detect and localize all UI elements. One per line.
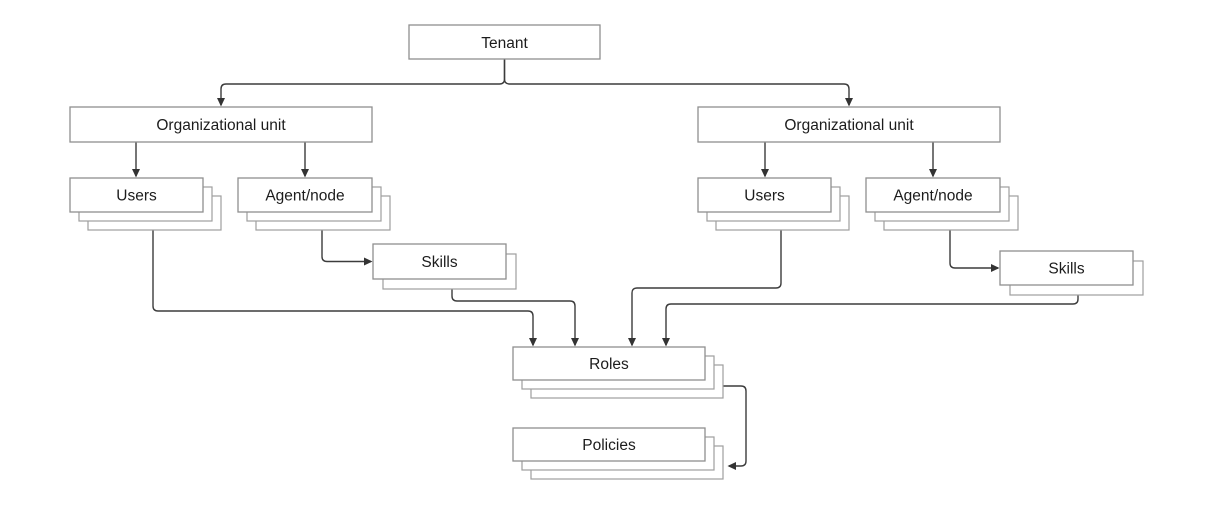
node-agent-node-right: Agent/node	[865, 177, 1019, 231]
users-right-box	[697, 177, 832, 213]
users-left-box	[69, 177, 204, 213]
users-left-label: Users	[116, 188, 157, 205]
skills-right-box	[999, 250, 1134, 286]
agent-right-label: Agent/node	[893, 188, 972, 205]
org-unit-left-label: Organizational unit	[156, 117, 286, 134]
org-unit-right-box	[697, 106, 1001, 143]
roles-box	[512, 346, 706, 381]
node-skills-left: Skills	[372, 243, 517, 290]
edge-tenant-to-org-right	[503, 59, 853, 107]
roles-label: Roles	[589, 356, 629, 373]
users-right-label: Users	[744, 188, 785, 205]
tenant-label: Tenant	[481, 35, 528, 52]
tenant-box	[408, 24, 601, 60]
policies-label: Policies	[582, 437, 636, 454]
skills-right-label: Skills	[1048, 261, 1084, 278]
policies-box	[512, 427, 706, 462]
agent-left-box	[237, 177, 373, 213]
edge-agent-left-to-skills-left	[321, 230, 373, 266]
node-org-unit-right: Organizational unit	[697, 106, 1001, 143]
node-skills-right: Skills	[999, 250, 1144, 296]
edge-users-right-to-roles	[628, 230, 782, 347]
edge-tenant-to-org-left	[217, 59, 506, 107]
node-org-unit-left: Organizational unit	[69, 106, 373, 143]
node-tenant: Tenant	[408, 24, 601, 60]
org-unit-right-label: Organizational unit	[784, 117, 914, 134]
node-users-left: Users	[69, 177, 222, 231]
node-agent-node-left: Agent/node	[237, 177, 391, 231]
edge-users-left-to-roles	[152, 230, 537, 347]
connectors	[132, 59, 1079, 470]
org-unit-left-box	[69, 106, 373, 143]
node-users-right: Users	[697, 177, 850, 231]
edge-agent-right-to-skills-right	[949, 230, 1000, 272]
edge-skills-right-to-roles	[662, 295, 1079, 347]
skills-left-label: Skills	[421, 254, 457, 271]
node-policies: Policies	[512, 427, 724, 480]
node-roles: Roles	[512, 346, 724, 399]
skills-left-box	[372, 243, 507, 280]
agent-left-label: Agent/node	[265, 188, 344, 205]
agent-right-box	[865, 177, 1001, 213]
edge-skills-left-to-roles	[451, 289, 579, 347]
edge-roles-to-policies	[723, 385, 747, 470]
